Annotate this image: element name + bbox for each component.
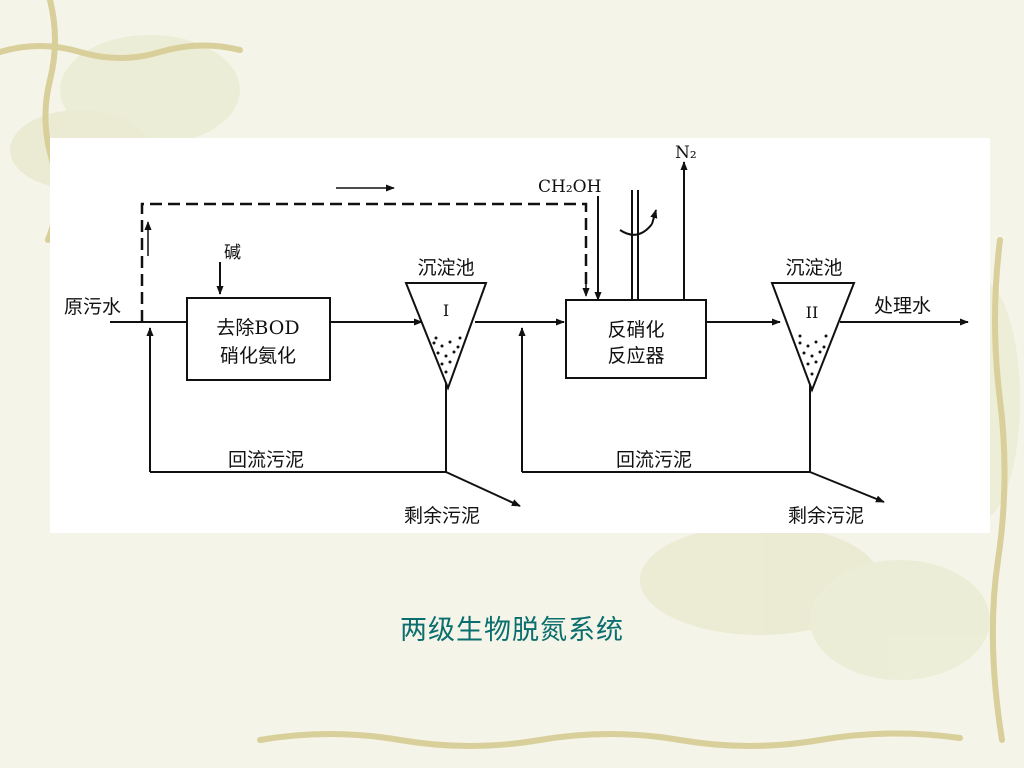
settling-tank-2-title: 沉淀池 [785, 257, 842, 279]
alkali-label: 碱 [224, 243, 241, 263]
methanol-label: CH₂OH [538, 177, 601, 197]
settling-tank-1-title: 沉淀池 [417, 257, 474, 279]
settling-tank-2-numeral: II [806, 303, 819, 322]
nitrification-tank-line1: 去除BOD [216, 317, 299, 339]
denitrification-reactor [565, 299, 707, 379]
denitrification-reactor-line2: 反应器 [607, 345, 664, 367]
sludge-dots-1 [432, 336, 462, 374]
excess-sludge-label-1: 剩余污泥 [404, 505, 480, 527]
excess-sludge-label-2: 剩余污泥 [788, 505, 864, 527]
return-sludge-label-2: 回流污泥 [616, 449, 692, 471]
settling-tank-1-numeral: I [443, 301, 449, 320]
nitrification-tank [186, 297, 331, 381]
denitrification-reactor-line1: 反硝化 [607, 319, 664, 341]
nitrogen-removal-flow-diagram: 去除BOD 硝化氨化 I 沉淀池 反硝化 反应器 II 沉淀池 原污水 碱 CH… [64, 143, 969, 527]
diagram-panel: 去除BOD 硝化氨化 I 沉淀池 反硝化 反应器 II 沉淀池 原污水 碱 CH… [50, 138, 990, 533]
settling-tank-1 [404, 282, 488, 391]
recycle-direction-arrows [144, 184, 590, 297]
treated-water-label: 处理水 [874, 295, 931, 317]
return-sludge-label-1: 回流污泥 [228, 449, 304, 471]
sludge-dots-2 [798, 334, 828, 376]
slide-caption: 两级生物脱氮系统 [400, 615, 624, 646]
nitrification-tank-line2: 硝化氨化 [220, 345, 296, 367]
nitrified-liquor-recycle [140, 202, 588, 322]
main-flow-lines [110, 161, 969, 507]
nitrogen-gas-label: N₂ [675, 143, 697, 163]
settling-tank-2 [770, 282, 856, 393]
raw-sewage-label: 原污水 [64, 296, 121, 318]
